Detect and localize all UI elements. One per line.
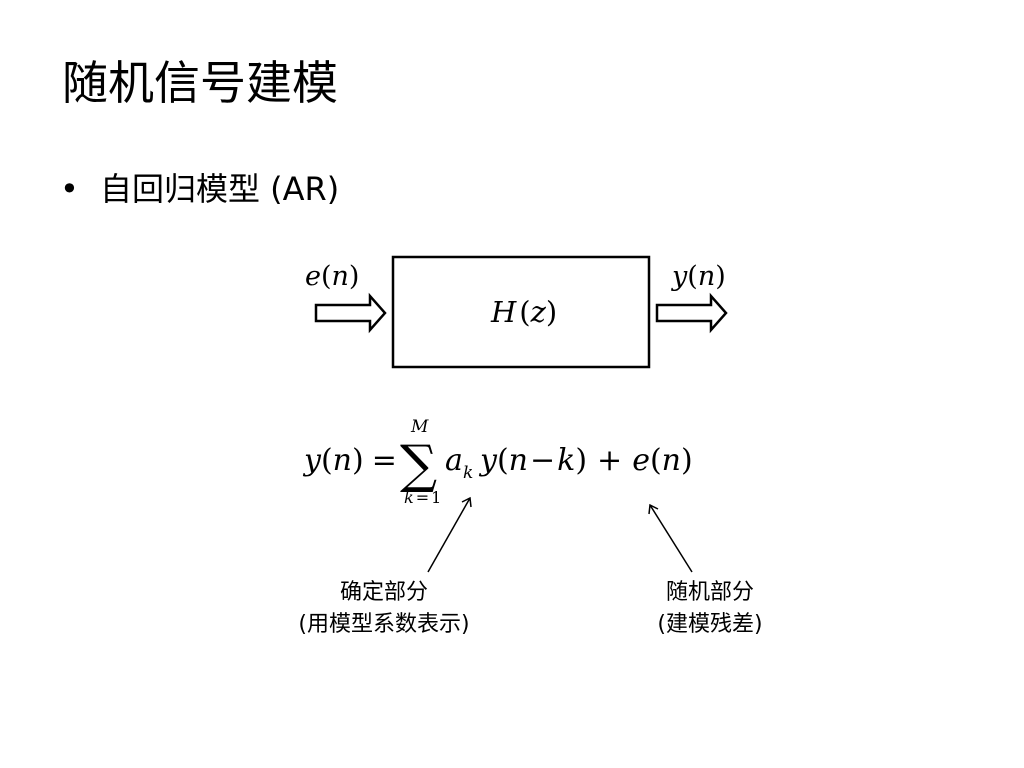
tf-close: ): [546, 295, 557, 329]
lower-var: k: [404, 488, 414, 507]
noise-sig: e: [632, 443, 650, 478]
deterministic-part-annotation: 确定部分 (用模型系数表示): [276, 577, 492, 641]
input-open: (: [321, 261, 332, 292]
tf-var: z: [530, 295, 547, 329]
bullet-dot: •: [60, 170, 79, 208]
bullet-text: 自回归模型 (AR): [100, 170, 340, 208]
lower-eq: =: [416, 488, 429, 507]
output-signal-label: y(n): [671, 261, 726, 292]
sum-upper-limit: M: [410, 417, 429, 437]
slide-title: 随机信号建模: [62, 56, 338, 110]
input-arrow: [314, 292, 387, 334]
random-arrow-head: [648, 503, 659, 515]
coefficient-subscript: k: [463, 463, 473, 483]
output-close: ): [715, 261, 726, 292]
random-line2: (建模残差): [657, 611, 763, 637]
input-close: ): [349, 261, 360, 292]
deterministic-line1: 确定部分: [339, 580, 428, 605]
term-sig: y: [478, 443, 498, 478]
noise-open: (: [650, 443, 662, 478]
lhs-open: (: [321, 443, 333, 478]
random-line1: 随机部分: [665, 580, 754, 605]
lhs-var: n: [333, 443, 352, 478]
tf-open: (: [519, 295, 530, 329]
output-open: (: [687, 261, 698, 292]
bullet-item: • 自回归模型 (AR): [60, 170, 339, 208]
sum-lower-limit: k=1: [404, 488, 441, 507]
input-signal-label: e(n): [305, 261, 359, 292]
output-arrow: [655, 292, 728, 334]
output-sig: y: [671, 261, 688, 292]
equation-lhs: y(n)=: [302, 443, 397, 478]
equation-rhs: y(n−k)+e(n): [478, 443, 693, 478]
equals-sign: =: [372, 443, 397, 478]
term-open: (: [497, 443, 509, 478]
transfer-function-label: H(z): [490, 295, 557, 329]
deterministic-arrow-head: [461, 496, 472, 508]
input-sig: e: [305, 261, 321, 292]
random-part-annotation: 随机部分 (建模残差): [628, 577, 792, 641]
noise-var: n: [662, 443, 681, 478]
input-var: n: [332, 261, 349, 292]
random-arrow: [649, 504, 693, 573]
coefficient: a: [445, 443, 463, 478]
noise-close: ): [681, 443, 693, 478]
output-var: n: [698, 261, 715, 292]
deterministic-line2: (用模型系数表示): [298, 611, 470, 637]
plus-sign: +: [597, 443, 622, 478]
system-box: [391, 255, 651, 369]
term-var: n: [509, 443, 528, 478]
term-minus: −: [530, 443, 555, 478]
lower-val: 1: [431, 488, 441, 507]
deterministic-arrow: [427, 497, 471, 573]
sum-symbol: ∑: [400, 435, 437, 495]
lhs-close: ): [352, 443, 364, 478]
term-close: ): [575, 443, 587, 478]
term-var2: k: [557, 443, 575, 478]
tf-fn: H: [490, 295, 517, 329]
lhs-sig: y: [302, 443, 322, 478]
